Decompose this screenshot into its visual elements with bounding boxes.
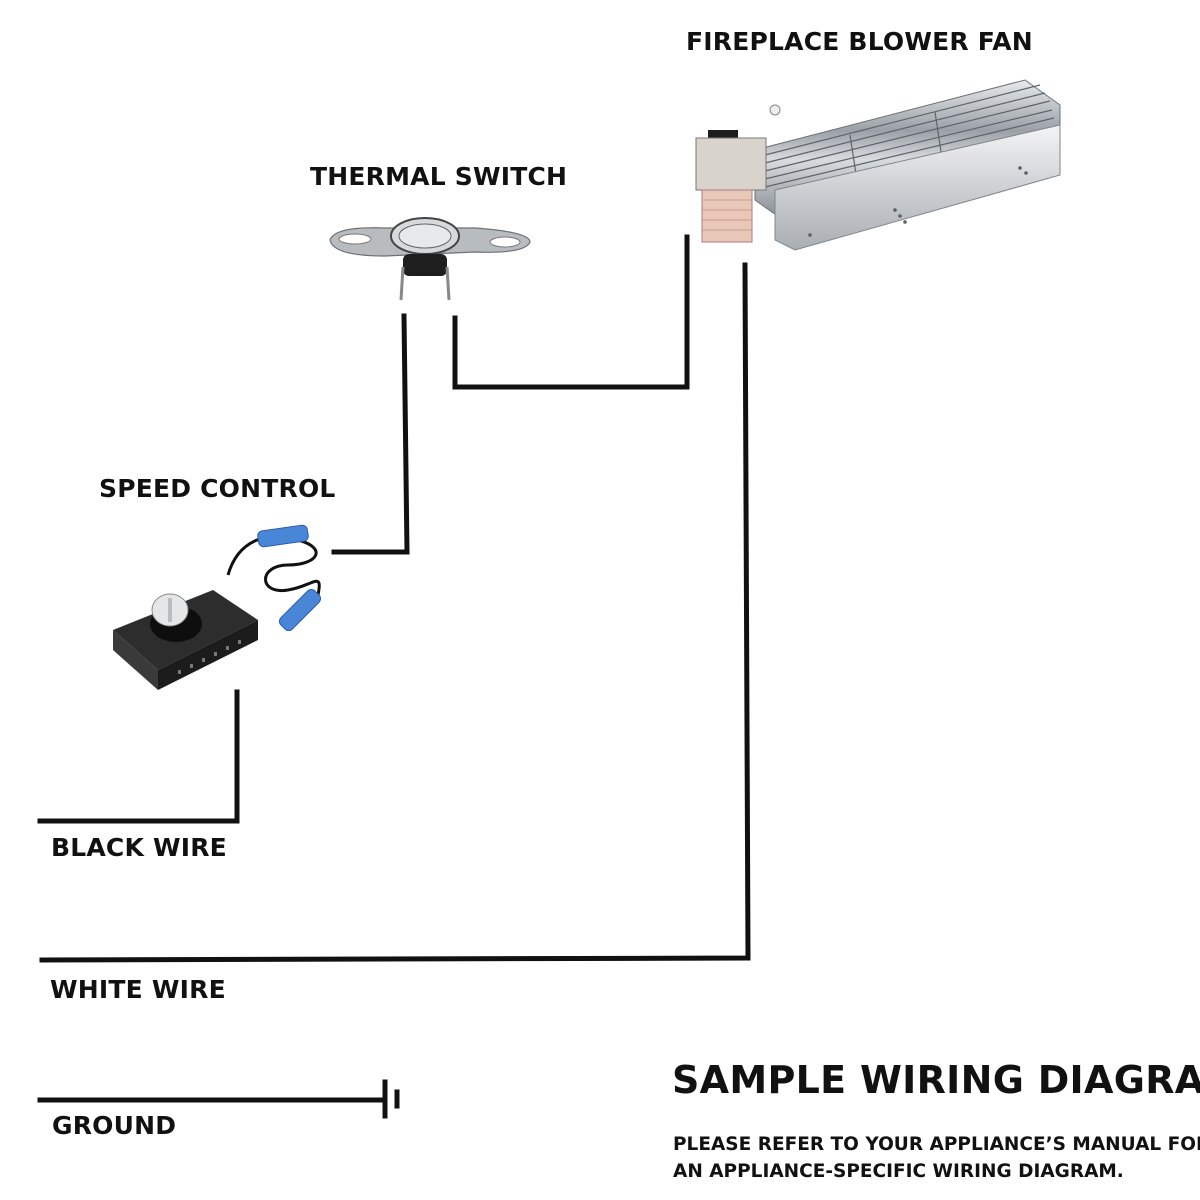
blower-fan-icon — [695, 79, 1061, 251]
white-wire-label: WHITE WIRE — [50, 975, 226, 1004]
thermal-to-fan-wire — [452, 234, 690, 390]
thermal-to-speed-wire — [331, 313, 410, 555]
note-line-2: AN APPLIANCE-SPECIFIC WIRING DIAGRAM. — [673, 1161, 1124, 1182]
note-line-1: PLEASE REFER TO YOUR APPLIANCE’S MANUAL … — [673, 1134, 1200, 1155]
speed-control-icon — [113, 524, 322, 690]
fan-label: FIREPLACE BLOWER FAN — [686, 27, 1033, 56]
thermal-switch-icon — [329, 217, 531, 301]
diagram-title: SAMPLE WIRING DIAGRAM — [672, 1058, 1200, 1102]
white-wire — [39, 262, 751, 963]
thermal-switch-label: THERMAL SWITCH — [310, 162, 568, 191]
diagram-note: PLEASE REFER TO YOUR APPLIANCE’S MANUAL … — [673, 1131, 1200, 1185]
speed-control-label: SPEED CONTROL — [99, 474, 336, 503]
ground-label: GROUND — [52, 1111, 177, 1140]
black-wire — [37, 689, 240, 824]
black-wire-label: BLACK WIRE — [51, 833, 227, 862]
